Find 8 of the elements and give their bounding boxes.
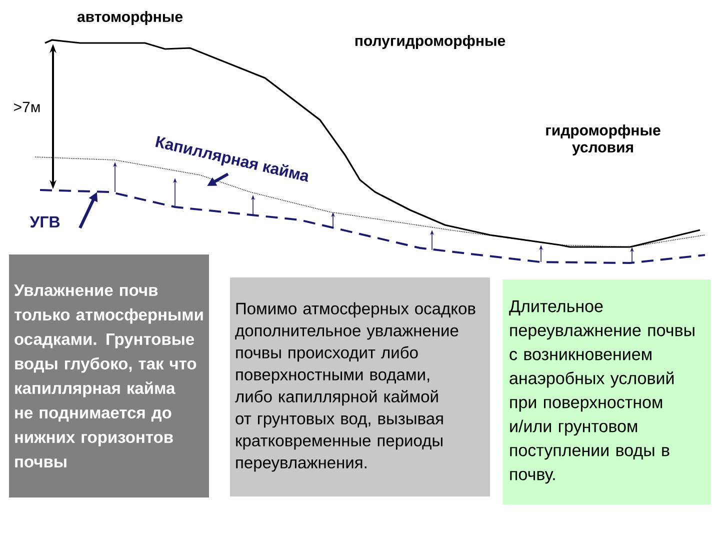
- zone-label: полугидроморфные: [355, 35, 506, 49]
- groundwater-label: УГВ: [30, 216, 60, 228]
- zone-label: >7м: [14, 102, 40, 112]
- description-box: Увлажнение почв только атмосферными осадками. Грунтовые воды глубоко, так что капиллярная кайма не поднимается до нижних горизонтов почвы: [9, 254, 209, 498]
- zone-label: автоморфные: [77, 11, 183, 25]
- description-box: Помимо атмосферных осадков дополнительное увлажнение почвы происходит либо поверхностными водами, либо капиллярной каймой от грунтовых вод, вызывая кратковременные периоды переувлажнения.: [230, 278, 490, 496]
- description-box: Длительное переувлажнение почвы с возникновением анаэробных условий при поверхностном и/или грунтовом поступлении воды в почву.: [503, 280, 711, 504]
- zone-label: гидроморфные условия: [546, 124, 660, 156]
